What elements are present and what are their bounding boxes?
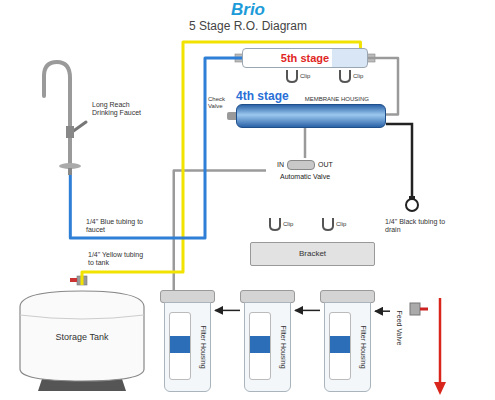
- valve-row: IN OUT: [277, 160, 333, 170]
- faucet-label: Long Reach Drinking Faucet: [92, 101, 152, 117]
- membrane-housing: 4th stage MEMBRANE HOUSING: [236, 90, 386, 128]
- tank-label: Storage Tank: [56, 332, 109, 342]
- drinking-faucet: Long Reach Drinking Faucet: [30, 55, 156, 175]
- tube-connector: [375, 310, 390, 312]
- housing-label: Filter Housing: [359, 325, 367, 368]
- valve-body: [287, 160, 315, 170]
- part-label: Clip: [300, 73, 310, 80]
- post-filter-cartridge: 5th stage: [242, 48, 368, 68]
- bracket-label: Bracket: [299, 249, 326, 258]
- mounting-bracket: Bracket: [250, 242, 375, 266]
- tube-connector: [174, 171, 266, 290]
- storage-tank: Storage Tank: [12, 285, 152, 393]
- port-label: IN: [277, 161, 284, 169]
- valve-label: Automatic Valve: [280, 173, 330, 181]
- filter-cartridge: [249, 312, 271, 380]
- part-label: Clip: [336, 221, 346, 228]
- flow-arrow: [434, 298, 446, 395]
- stage-label: 5th stage: [281, 52, 329, 65]
- part-label: Check Valve: [208, 96, 236, 110]
- tube-connector: [215, 310, 240, 312]
- tank-valve: [70, 276, 87, 285]
- brand-logo: Brio: [220, 0, 276, 20]
- housing-label: Filter Housing: [279, 325, 287, 368]
- automatic-valve: IN OUT Automatic Valve: [266, 158, 344, 183]
- diagram-title: 5 Stage R.O. Diagram: [150, 20, 346, 34]
- housing-label: MEMBRANE HOUSING: [305, 96, 369, 104]
- filter-cartridge: [329, 312, 351, 380]
- tube-connector: [70, 58, 242, 238]
- part-label: Clip: [283, 221, 293, 228]
- filter-housing: Filter Housing: [160, 290, 215, 392]
- feed-valve-symbol: [410, 303, 428, 315]
- port-label: OUT: [318, 161, 333, 169]
- membrane-cylinder: [236, 104, 386, 128]
- feed-valve: Feed Valve: [390, 300, 407, 356]
- filter-cartridge: [169, 312, 191, 380]
- filter-housing: Filter Housing: [240, 290, 295, 392]
- filter-housing: Filter Housing: [320, 290, 375, 392]
- valve-label: Feed Valve: [394, 311, 402, 346]
- tubing-label: 1/4" Black tubing to drain: [385, 218, 447, 234]
- tubing-label: 1/4" Yellow tubing to tank: [88, 251, 150, 267]
- faucet-drawing: [44, 62, 86, 175]
- tubing-label: 1/4" Blue tubing to faucet: [86, 218, 148, 234]
- drain-saddle: [386, 124, 418, 211]
- part-label: Clip: [353, 73, 363, 80]
- tube-connector: [304, 128, 307, 158]
- housing-label: Filter Housing: [199, 325, 207, 368]
- stage-label: 4th stage: [236, 90, 289, 104]
- tube-connector: [295, 310, 320, 312]
- membrane-header: 4th stage MEMBRANE HOUSING: [236, 90, 386, 104]
